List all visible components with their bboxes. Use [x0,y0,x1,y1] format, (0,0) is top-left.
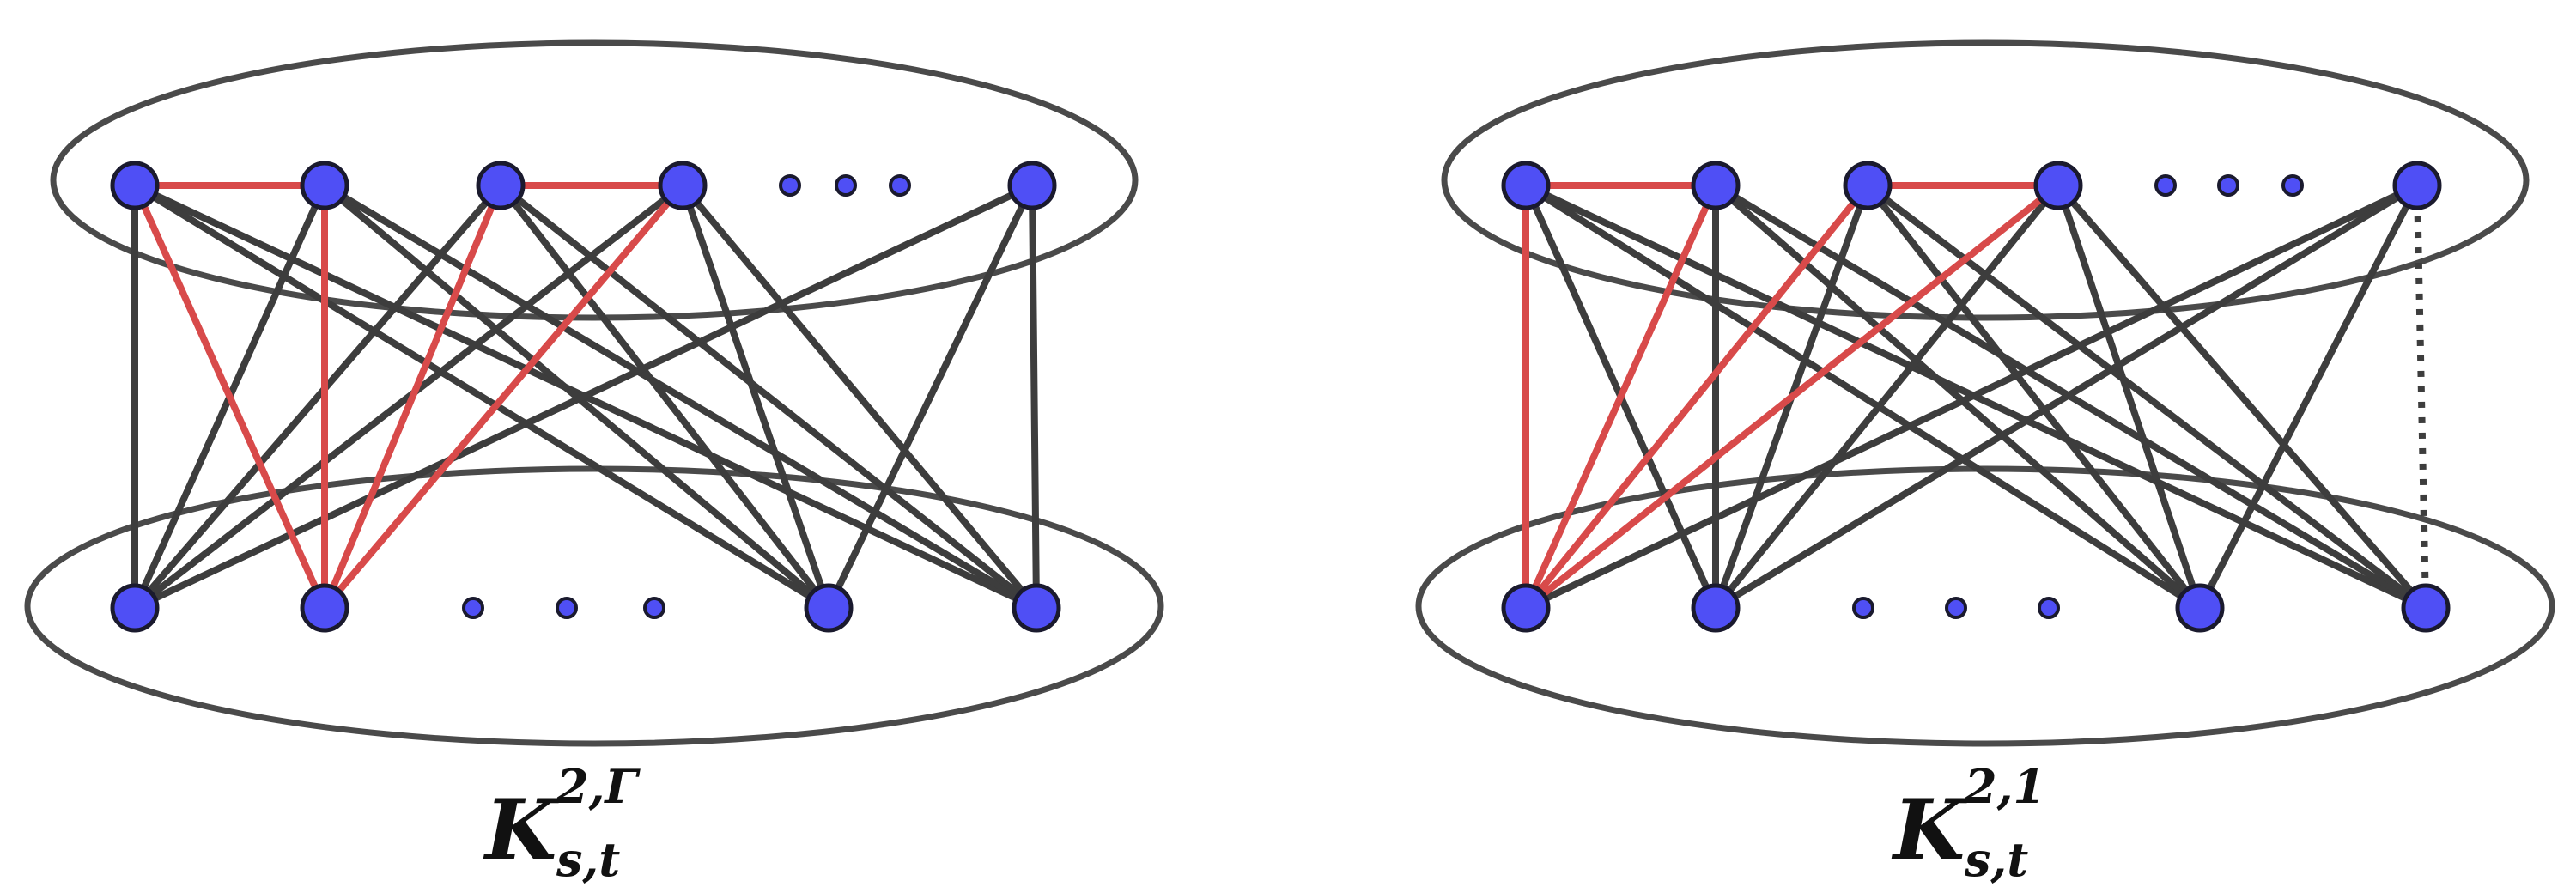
left-edge-black-10 [679,182,832,611]
left-bottom-ellipse [24,465,1164,747]
left-edge-black-14 [1029,182,1040,611]
left-edge-red-2 [131,182,328,611]
left-bottom-ellipsis-dot-1 [556,597,578,619]
right-top-ellipsis-dot-2 [2281,174,2304,197]
left-edge-red-4 [321,182,504,611]
right-bottom-ellipsis-dot-0 [1852,597,1874,619]
left-edge-black-7 [497,182,832,611]
left-edge-black-1 [131,182,832,611]
right-edge-black-1 [1522,182,2203,611]
left-top-vertex-2 [476,161,526,210]
right-edge-black-4 [1712,182,2203,611]
right-edge-black-13 [1712,182,2421,611]
right-bottom-vertex-0 [1501,583,1551,633]
right-edge-black-14 [2196,182,2421,611]
right-bottom-ellipsis-dot-1 [1945,597,1967,619]
graph-right [1415,39,2555,747]
right-top-vertex-1 [1691,161,1741,210]
left-top-ellipsis-dot-2 [889,174,911,197]
right-edge-black-8 [1864,182,2429,611]
right-edge-red-4 [1522,182,1871,611]
right-bottom-ellipsis-dot-2 [2038,597,2060,619]
right-top-vertex-2 [1843,161,1893,210]
left-top-vertex-0 [110,161,160,210]
left-top-vertex-1 [300,161,349,210]
right-bottom-vertex-2 [2175,583,2225,633]
left-bottom-ellipsis-dot-2 [643,597,665,619]
left-bottom-vertex-3 [1012,583,1061,633]
right-top-ellipsis-dot-1 [2217,174,2239,197]
caption-right-superscript: 2,1 [1964,759,2045,814]
left-bottom-vertex-2 [804,583,854,633]
right-bottom-ellipse [1415,465,2555,747]
left-top-vertex-4 [1007,161,1057,210]
left-bottom-ellipsis-dot-0 [462,597,484,619]
right-bottom-vertex-1 [1691,583,1741,633]
caption-left-subscript: s,t [556,832,620,887]
right-bottom-vertex-3 [2401,583,2451,633]
right-edge-red-3 [1522,182,1719,611]
left-top-vertex-3 [658,161,708,210]
left-edge-black-12 [131,182,1036,611]
left-edge-black-11 [679,182,1040,611]
caption-right-base: K [1891,781,1968,878]
left-bottom-vertex-1 [300,583,349,633]
left-bottom-vertex-0 [110,583,160,633]
caption-right-subscript: s,t [1964,832,2028,887]
right-edge-black-10 [2055,182,2203,611]
right-edge-black-7 [1864,182,2203,611]
left-edge-black-9 [131,182,686,611]
left-edge-black-6 [131,182,504,611]
graph-left [24,39,1164,747]
left-edge-red-5 [321,182,686,611]
right-top-ellipsis-dot-0 [2154,174,2177,197]
left-top-ellipsis-dot-0 [779,174,801,197]
left-top-ellipse [50,39,1139,321]
right-edge-dotted-0 [2414,185,2429,609]
left-top-ellipsis-dot-1 [835,174,857,197]
right-top-vertex-3 [2033,161,2083,210]
right-edge-black-9 [1712,182,2062,611]
right-top-ellipse [1441,39,2530,321]
right-edge-black-11 [2055,182,2429,611]
right-edge-black-12 [1522,182,2421,611]
caption-left-superscript: 2,Γ [556,759,641,814]
right-edge-red-5 [1522,182,2062,611]
right-top-vertex-0 [1501,161,1551,210]
right-top-vertex-4 [2392,161,2442,210]
left-edge-black-13 [825,182,1036,611]
caption-left-base: K [483,781,560,878]
